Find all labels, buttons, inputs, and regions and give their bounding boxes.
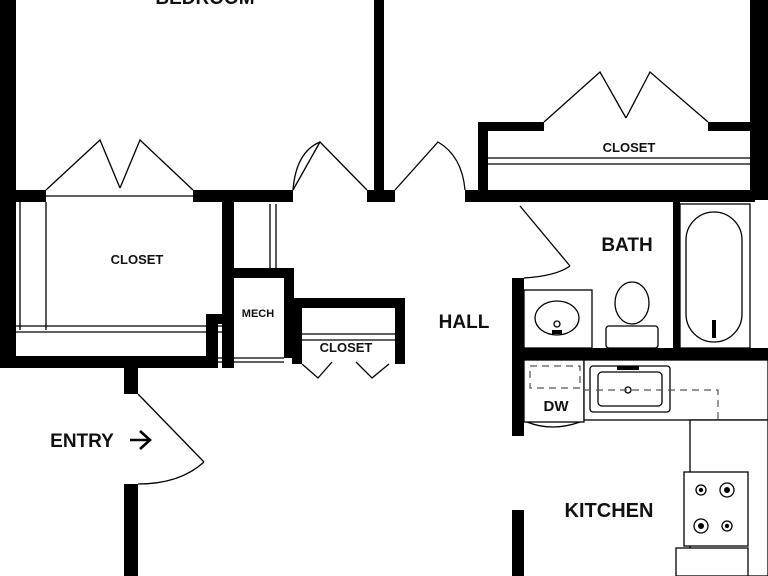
window-lines xyxy=(16,157,750,363)
dw-label: DW xyxy=(544,398,570,415)
mech-label: MECH xyxy=(242,308,274,320)
closet-hall-label: CLOSET xyxy=(320,340,373,355)
entry-label: ENTRY xyxy=(50,431,114,452)
kitchen-fixtures xyxy=(523,359,768,576)
kitchen-label: KITCHEN xyxy=(565,500,654,522)
closet-top-right-label: CLOSET xyxy=(603,140,656,155)
closet-left-label: CLOSET xyxy=(111,252,164,267)
doors xyxy=(45,70,709,485)
bedroom-label: BEDROOM xyxy=(155,0,254,9)
bath-label: BATH xyxy=(601,235,652,256)
bath-fixtures xyxy=(523,203,751,349)
arrow-right-icon xyxy=(130,430,152,450)
hall-label: HALL xyxy=(439,312,490,333)
